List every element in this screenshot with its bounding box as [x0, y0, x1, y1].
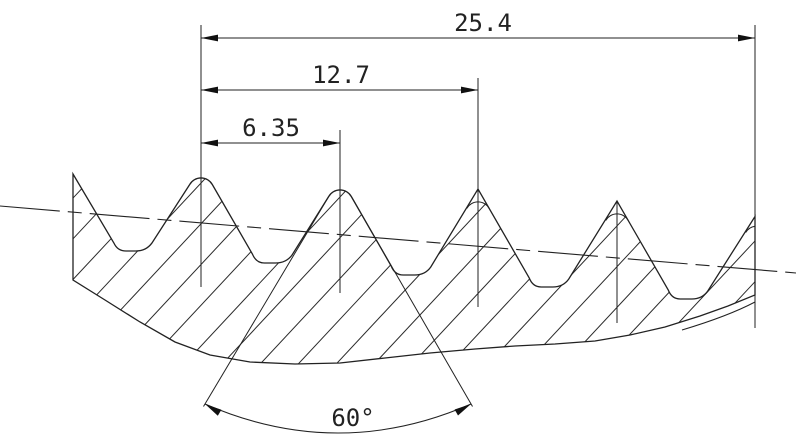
angle-dimension: 60° [203, 196, 473, 434]
hatch-line [151, 174, 613, 364]
hatch-line [455, 174, 755, 364]
break-line-detail [681, 301, 756, 331]
dim-arrow-right [461, 86, 478, 94]
hatch-line [73, 174, 461, 364]
hatch-line [73, 174, 499, 364]
hatch-line [531, 174, 755, 364]
extension-lines [200, 25, 756, 328]
hatch-line [73, 174, 119, 364]
dim-arrow-left [201, 139, 218, 147]
thread-profile-outline [72, 171, 756, 365]
angle-arrow-left [205, 404, 222, 416]
hatch-line [73, 174, 157, 364]
hatch-line [417, 174, 755, 364]
hatch-line [341, 174, 755, 364]
hatch-line [73, 174, 233, 364]
hatch-line [721, 174, 755, 364]
dimension-text-pitch: 6.35 [242, 114, 300, 142]
angle-dimension-arc [204, 403, 472, 434]
hatch-line [303, 174, 755, 364]
hatch-line [607, 174, 755, 364]
hatch-line [683, 174, 755, 364]
hatch-line [265, 174, 727, 364]
flank-extension-left [203, 196, 330, 407]
dimension-text-overall: 25.4 [454, 9, 512, 37]
angle-dimension-text: 60° [331, 404, 374, 432]
hatch-line [73, 174, 309, 364]
crest-arc-tooth4 [605, 213, 629, 221]
dimension-half: 12.7 [201, 61, 478, 94]
dim-arrow-left [201, 34, 218, 42]
hatch-line [189, 174, 651, 364]
dim-arrow-left [201, 86, 218, 94]
angle-arrow-right [454, 404, 471, 416]
hatch-line [227, 174, 689, 364]
dim-arrow-right [738, 34, 755, 42]
dimension-pitch: 6.35 [201, 114, 340, 147]
hatch-line [73, 174, 347, 364]
dimension-overall: 25.4 [201, 9, 755, 42]
crest-arc-tooth5 [745, 225, 756, 233]
hatch-line [73, 174, 81, 364]
hatch-line [645, 174, 755, 364]
pitch-centerline [0, 205, 796, 274]
dimension-text-half: 12.7 [312, 61, 370, 89]
flank-extension-right [350, 196, 473, 407]
hatch-line [379, 174, 755, 364]
hatch-line [569, 174, 755, 364]
hatch-line [113, 174, 575, 364]
hatch-line [73, 174, 271, 364]
crest-arcs [466, 201, 756, 233]
dim-arrow-right [323, 139, 340, 147]
hatch-line [760, 0, 796, 448]
crest-arc-tooth3 [466, 201, 490, 209]
hatch-line [73, 174, 423, 364]
